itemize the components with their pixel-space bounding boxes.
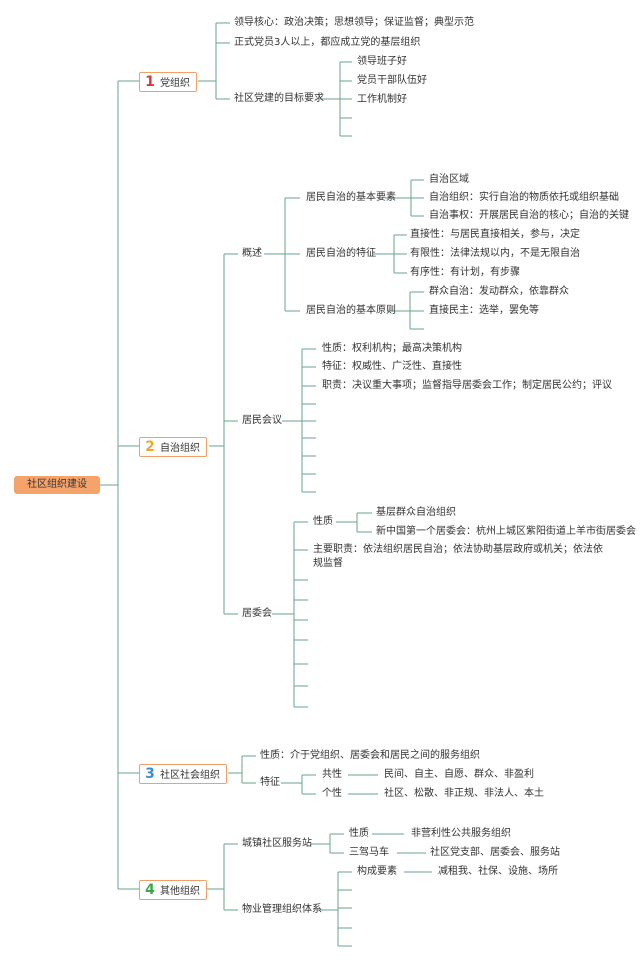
principles-node: 居民自治的基本原则 (306, 305, 396, 316)
individual-node: 个性 (322, 788, 342, 799)
station-nature-node: 性质 (349, 828, 369, 839)
branch-label: 社区社会组织 (160, 770, 220, 781)
party-leadership-core: 领导核心：政治决策；思想领导；保证监督；典型示范 (234, 17, 474, 28)
meeting-item: 职责：决议重大事项；监督指导居委会工作；制定居民公约；评议 (322, 380, 612, 391)
basic-element-item: 自治区域 (429, 174, 469, 185)
branch-label: 自治组织 (160, 443, 200, 454)
principle-item: 群众自治：发动群众，依靠群众 (429, 286, 569, 297)
common-value: 民间、自主、自愿、群众、非盈利 (384, 769, 534, 780)
branch-number-3: 3 (145, 766, 155, 782)
elements-value: 减租我、社保、设施、场所 (438, 866, 558, 877)
meeting-item: 特征：权威性、广泛性、直接性 (322, 361, 462, 372)
goal-item: 党员干部队伍好 (357, 75, 427, 86)
feature-item: 直接性：与居民直接相关，参与，决定 (410, 229, 580, 240)
residents-meeting-node: 居民会议 (242, 415, 282, 426)
elements-node: 构成要素 (357, 866, 397, 877)
feature-item: 有序性：有计划，有步骤 (410, 267, 520, 278)
property-management-node: 物业管理组织体系 (242, 904, 322, 915)
features-node: 居民自治的特征 (306, 248, 376, 259)
branch-social-organization: 3 社区社会组织 (139, 764, 227, 784)
branch-self-governance: 2 自治组织 (139, 437, 207, 457)
committee-duties: 主要职责：依法组织居民自治；依法协助基层政府或机关；依法依规监督 (313, 544, 603, 569)
nature-item: 新中国第一个居委会：杭州上城区紫阳街道上羊市街居委会 (376, 526, 636, 537)
branch-number-1: 1 (145, 74, 155, 90)
committee-node: 居委会 (242, 608, 272, 619)
basic-elements-node: 居民自治的基本要素 (306, 192, 396, 203)
branch-number-4: 4 (145, 882, 155, 898)
three-carriages-value: 社区党支部、居委会、服务站 (430, 847, 560, 858)
party-member-threshold: 正式党员3人以上，都应成立党的基层组织 (234, 37, 421, 48)
party-goals: 社区党建的目标要求 (234, 93, 324, 104)
individual-value: 社区、松散、非正规、非法人、本土 (384, 788, 544, 799)
branch-label: 其他组织 (160, 886, 200, 897)
feature-item: 有限性：法律法规以内，不是无限自治 (410, 248, 580, 259)
branch-number-2: 2 (145, 439, 155, 455)
branch-label: 党组织 (160, 78, 190, 89)
nature-item: 基层群众自治组织 (376, 507, 456, 518)
root-node: 社区组织建设 (14, 476, 100, 494)
social-org-features: 特征 (260, 777, 280, 788)
basic-element-item: 自治组织：实行自治的物质依托或组织基础 (429, 192, 619, 203)
overview-node: 概述 (242, 248, 262, 259)
three-carriages-node: 三驾马车 (349, 847, 389, 858)
branch-party-organization: 1 党组织 (139, 72, 197, 92)
common-node: 共性 (322, 769, 342, 780)
goal-item: 领导班子好 (357, 56, 407, 67)
station-nature-value: 非营利性公共服务组织 (411, 828, 511, 839)
social-org-nature: 性质：介于党组织、居委会和居民之间的服务组织 (260, 750, 480, 761)
meeting-item: 性质：权利机构；最高决策机构 (322, 343, 462, 354)
principle-item: 直接民主：选举，罢免等 (429, 305, 539, 316)
service-station-node: 城镇社区服务站 (242, 838, 312, 849)
goal-item: 工作机制好 (357, 94, 407, 105)
basic-element-item: 自治事权：开展居民自治的核心；自治的关键 (429, 210, 629, 221)
branch-other-organizations: 4 其他组织 (139, 880, 207, 900)
committee-nature-node: 性质 (313, 516, 333, 527)
